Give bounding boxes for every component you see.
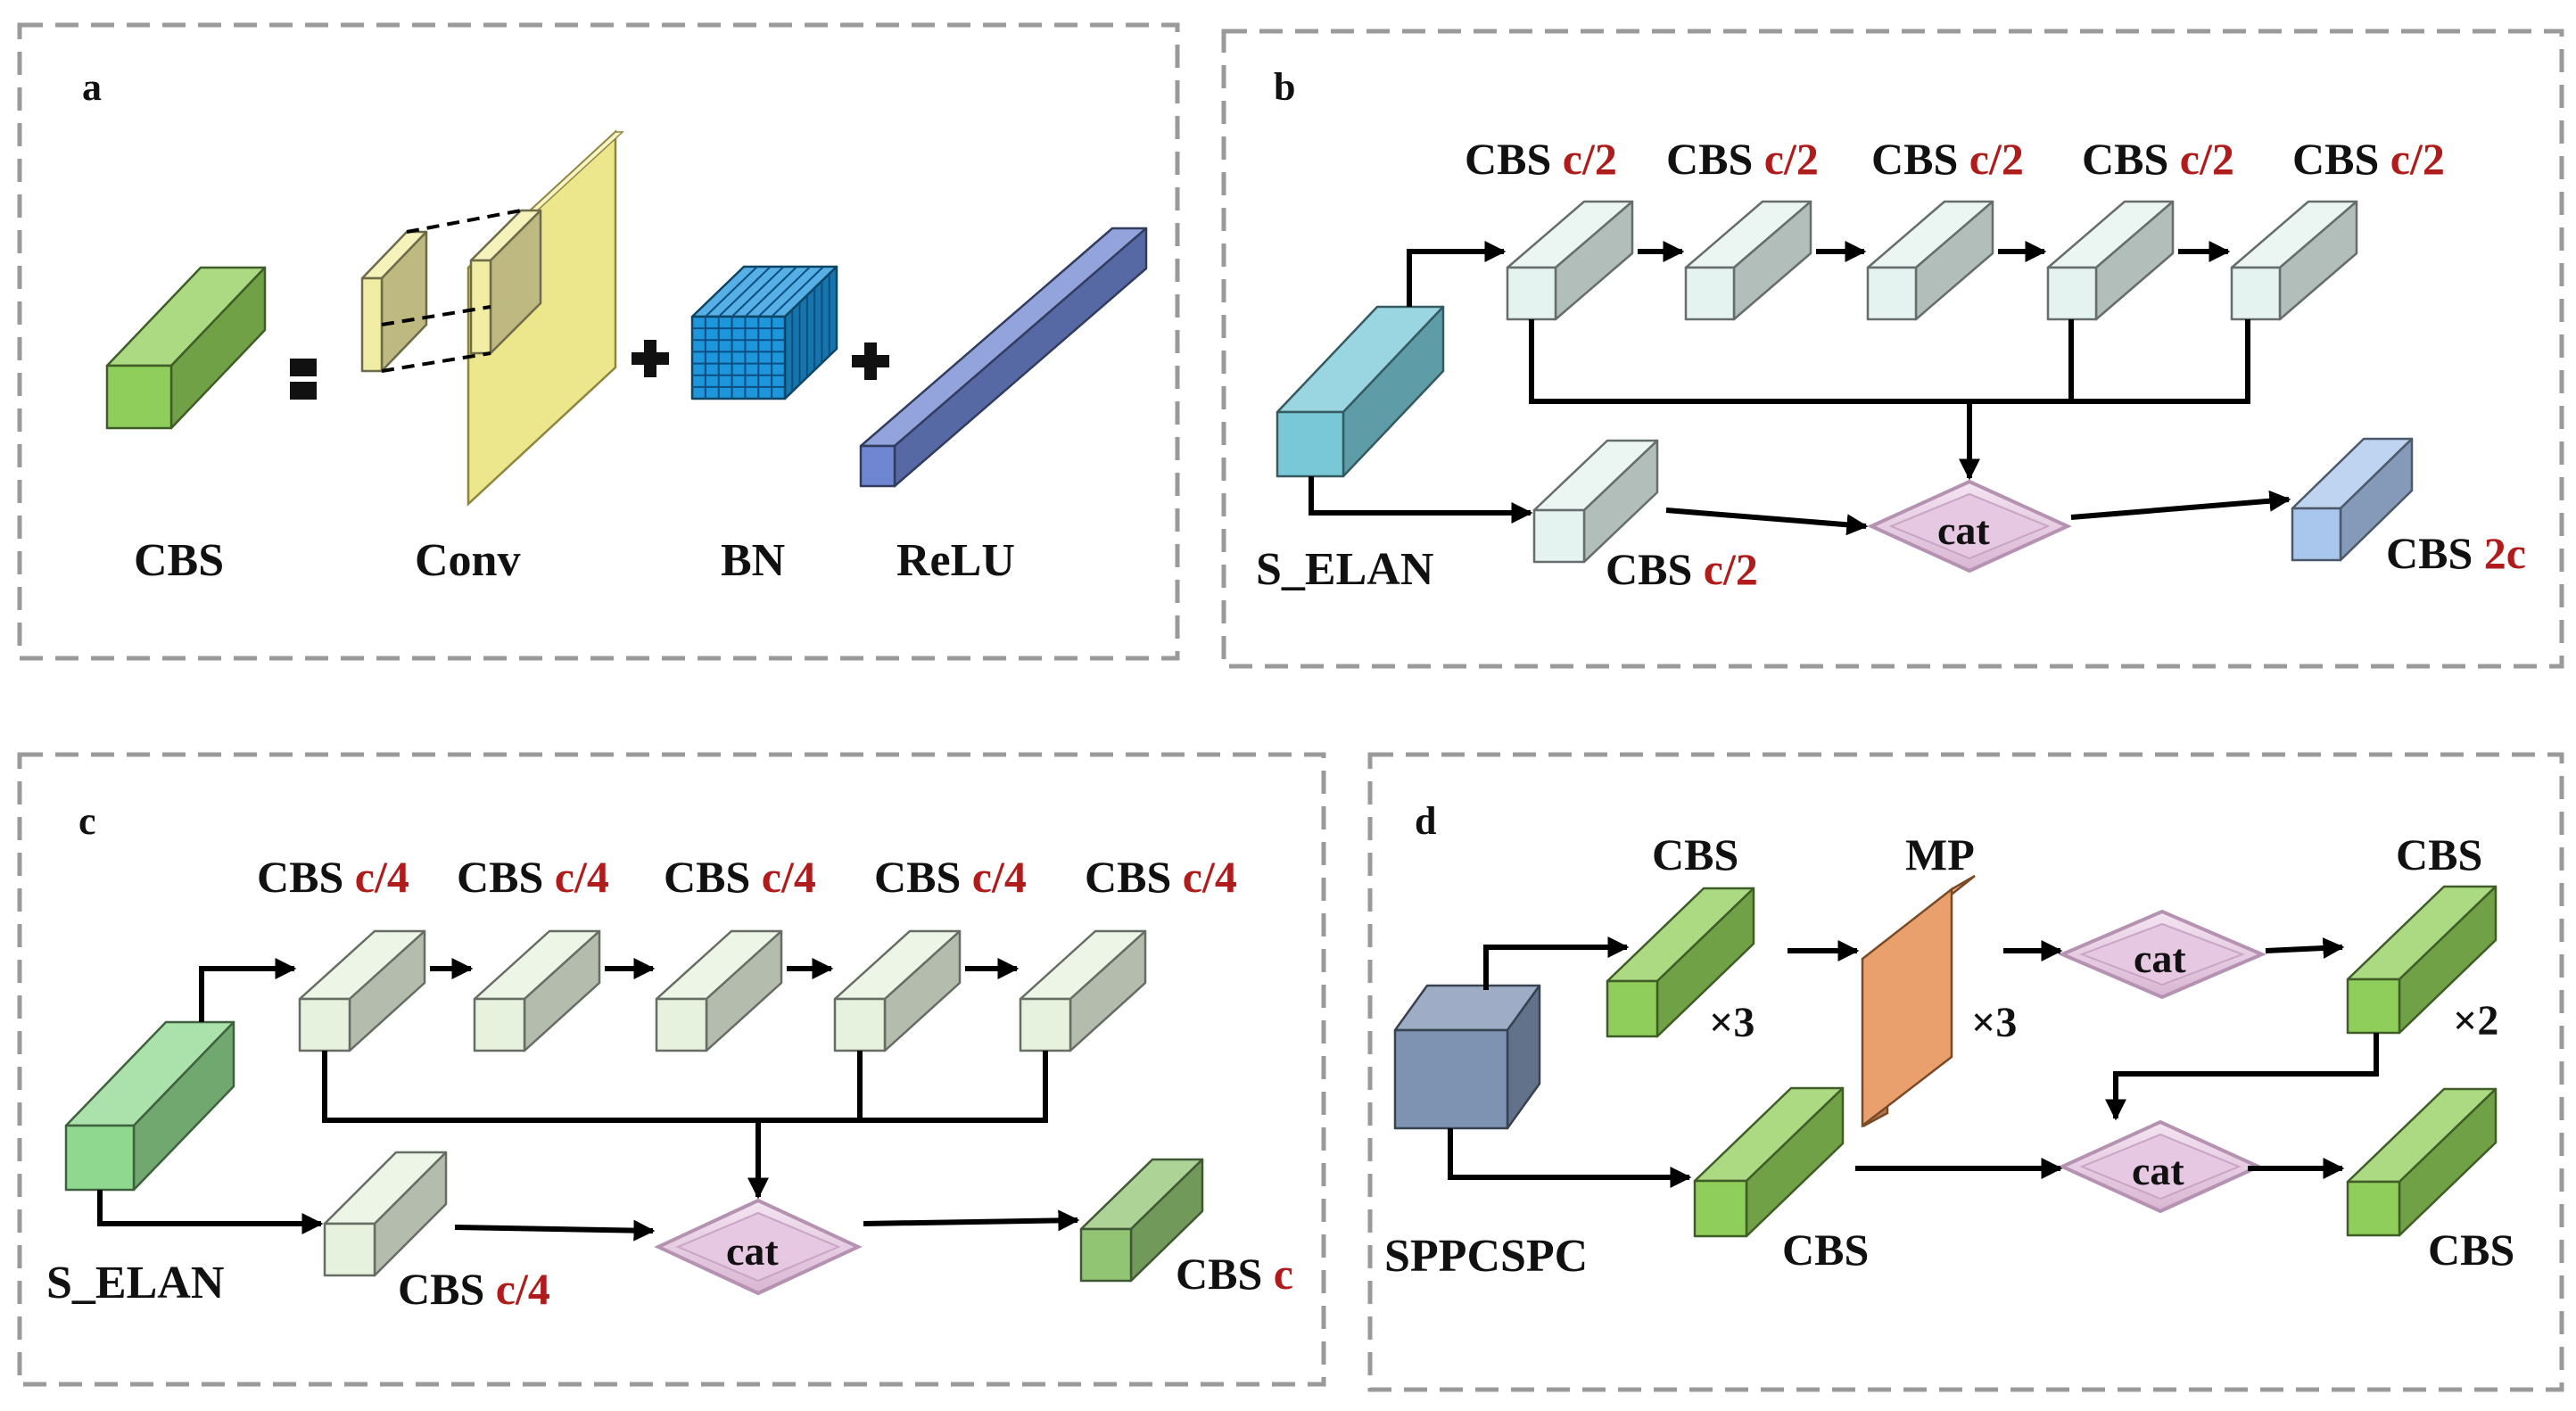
d-mp-label: MP [1905,829,1975,879]
c-cbs-label-3: CBS c/4 [664,852,816,902]
d-cbs2-label: CBS [2396,829,2482,879]
d-cbs1-block [1606,887,1755,1038]
plus-sign-2-v [864,342,877,380]
panel-d-letter: d [1415,799,1436,843]
d-cbs4-label: CBS [2428,1225,2514,1275]
d-arrow-cat1-cbs2 [2265,937,2345,959]
panel-c-border [17,752,1326,1387]
c-cbs-label-5: CBS c/4 [1085,852,1237,902]
b-arrow-input-side [1309,476,1533,524]
d-mult3-label: ×2 [2453,997,2498,1044]
cbs-block [105,266,267,430]
b-cbs-block-1 [1506,200,1634,321]
d-cbs3-label: CBS [1782,1225,1869,1275]
relu-label: ReLU [896,535,1015,586]
b-cbs-label-2: CBS c/2 [1666,134,1819,184]
bn-block [690,265,838,400]
equals-sign-bottom [290,382,317,400]
b-cat-diamond-inner [1888,492,2051,560]
c-arrow-cat-out [863,1209,1080,1232]
b-cbs-label-1: CBS c/2 [1465,134,1617,184]
b-input-block [1276,305,1445,478]
c-out-block [1079,1158,1204,1283]
c-arrow-side-cat [454,1219,656,1242]
d-cat2-label: cat [2132,1148,2184,1193]
conv-label: Conv [415,535,520,586]
c-collect-line [322,1051,1048,1123]
d-arrow-cbs2-cat2 [2105,1033,2379,1121]
panel-b-border [1221,29,2564,669]
b-side-block [1532,439,1659,564]
c-cbs-block-1 [298,929,426,1052]
b-cat-label: cat [1937,507,1990,553]
c-cbs-label-2: CBS c/4 [457,852,609,902]
conv-kernel-left [360,230,428,373]
b-side-cbs-label: CBS c/2 [1606,544,1758,594]
cbs-label: CBS [134,535,224,586]
bn-grid-top [757,266,811,318]
diagram-shapes [64,129,2498,1296]
d-cbs3-block [1693,1086,1845,1238]
b-input-label: S_ELAN [1256,544,1433,595]
bn-grid-top [731,266,785,318]
b-cbs-label-5: CBS c/2 [2292,134,2445,184]
d-cat2-diamond-inner [2079,1133,2242,1201]
c-side-block [323,1151,448,1277]
c-cbs-block-4 [833,929,962,1052]
panel-b-letter: b [1274,65,1295,109]
c-cat-label: cat [726,1228,779,1274]
panel-d-border [1367,752,2564,1392]
equals-sign-top [290,359,317,376]
d-cat1-diamond-inner [2079,922,2245,986]
c-cbs-label-1: CBS c/4 [257,852,409,902]
panel-c-letter: c [78,799,96,843]
b-arrow-cat-out [2070,490,2291,520]
relu-block [859,227,1148,488]
c-cbs-block-3 [655,929,783,1052]
c-arrow-input-side [97,1190,324,1234]
plus-sign-1-v [644,340,656,377]
b-cbs-block-3 [1866,200,1994,321]
d-cbs4-block [2346,1087,2498,1237]
b-cbs-label-4: CBS c/2 [2082,134,2234,184]
b-cbs-block-4 [2046,200,2175,321]
c-cbs-block-5 [1019,929,1147,1052]
bn-label: BN [721,535,785,586]
c-out-cbs-label: CBS c [1176,1249,1293,1299]
b-arrow-side-cat [1665,507,1869,536]
d-input-block [1393,984,1541,1130]
c-side-cbs-label: CBS c/4 [398,1264,550,1314]
c-input-label: S_ELAN [46,1258,224,1308]
b-cbs-block-2 [1684,200,1812,321]
bn-grid-top [718,266,772,318]
panel-a-border [17,22,1180,661]
d-mult2-label: ×3 [1971,999,2017,1046]
b-out-block [2291,437,2414,562]
d-arrow-input-cbs3 [1448,1128,1692,1188]
d-cbs2-block [2346,885,2498,1035]
c-arrow-input-top [199,958,297,1022]
d-arrow-input-cbs1 [1483,937,1630,990]
bn-grid-top [771,266,824,318]
d-cbs1-label: CBS [1652,829,1738,879]
b-cbs-block-5 [2230,200,2358,321]
bn-grid-top [744,266,798,318]
c-cbs-block-2 [473,929,601,1052]
c-input-block [64,1020,235,1192]
b-out-cbs-label: CBS 2c [2386,528,2526,578]
b-cbs-label-3: CBS c/2 [1871,134,2024,184]
conv-dash-2 [381,305,491,326]
conv-dash-3 [381,351,491,373]
b-arrow-input-top [1407,241,1507,307]
d-input-label: SPPCSPC [1384,1231,1588,1282]
d-mult1-label: ×3 [1709,999,1754,1046]
bn-grid-top [705,266,758,318]
c-cbs-label-4: CBS c/4 [874,852,1027,902]
panel-a-letter: a [82,65,102,109]
b-collect-line [1529,319,2250,404]
d-cat1-label: cat [2134,936,2186,981]
d-mp-block [1861,887,1953,1128]
c-cat-diamond-inner [675,1211,841,1283]
